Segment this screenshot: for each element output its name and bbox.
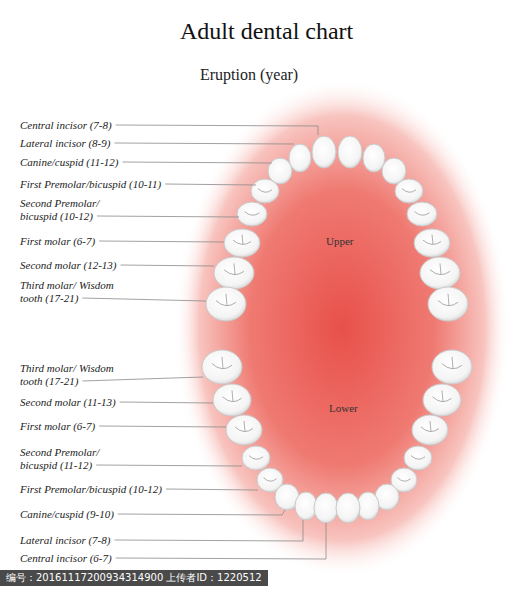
premolar-tooth xyxy=(407,202,437,226)
incisor-tooth xyxy=(338,136,362,168)
molar-tooth xyxy=(213,384,251,416)
leader-line xyxy=(121,265,214,266)
tooth-groove xyxy=(423,240,441,244)
tooth-groove xyxy=(264,478,277,482)
incisor-tooth xyxy=(336,493,360,523)
premolar-tooth xyxy=(251,179,279,203)
tooth-groove xyxy=(440,263,441,274)
molar-tooth xyxy=(432,350,472,384)
tooth-label: First Premolar/bicuspid (10-12) xyxy=(20,483,162,496)
tooth-groove xyxy=(245,212,260,216)
tooth-groove xyxy=(212,364,232,369)
leader-line xyxy=(99,241,224,242)
watermark-bar: 编号：20161117200934314900 上传者ID：1220512 xyxy=(0,570,268,586)
incisor-tooth xyxy=(363,144,385,172)
tooth-label: Second molar (11-13) xyxy=(20,396,116,409)
leader-line xyxy=(96,465,242,466)
leader-line xyxy=(114,143,294,144)
molar-tooth xyxy=(423,384,461,416)
tooth-groove xyxy=(415,212,430,216)
tooth-label: First molar (6-7) xyxy=(20,420,95,433)
region-label: Lower xyxy=(329,402,358,414)
tooth-groove xyxy=(438,301,458,306)
tooth-groove xyxy=(442,364,462,369)
tooth-groove xyxy=(233,240,251,244)
molar-tooth xyxy=(420,257,460,289)
leader-line xyxy=(165,184,256,185)
leader-line xyxy=(118,510,285,515)
tooth-groove xyxy=(223,397,242,402)
premolar-tooth xyxy=(395,179,423,203)
tooth-groove xyxy=(232,390,233,401)
tooth-label: Lateral incisor (8-9) xyxy=(20,137,110,150)
tooth-groove xyxy=(234,263,235,274)
premolar-tooth xyxy=(404,446,432,470)
leader-line xyxy=(122,162,272,163)
tooth-groove xyxy=(226,294,227,306)
incisor-tooth xyxy=(314,493,338,523)
molar-tooth xyxy=(428,287,468,321)
molar-tooth xyxy=(414,229,450,257)
tooth-groove xyxy=(235,427,253,432)
leader-line xyxy=(82,377,203,381)
tooth-groove xyxy=(430,421,431,432)
molar-tooth xyxy=(412,415,448,445)
tooth-label: First molar (6-7) xyxy=(20,235,95,248)
premolar-tooth xyxy=(237,202,267,226)
molar-tooth xyxy=(214,257,254,289)
tooth-groove xyxy=(442,390,443,401)
molar-tooth xyxy=(224,229,260,257)
tooth-groove xyxy=(398,478,411,482)
leader-line xyxy=(116,125,318,135)
tooth-groove xyxy=(258,189,272,193)
tooth-groove xyxy=(249,456,263,460)
molar-tooth xyxy=(202,350,242,384)
tooth-groove xyxy=(448,294,449,306)
premolar-tooth xyxy=(242,446,270,470)
leader-line xyxy=(114,520,303,541)
tooth-groove xyxy=(430,270,450,275)
tooth-groove xyxy=(216,301,236,306)
tooth-label: Second molar (12-13) xyxy=(20,259,117,272)
leader-line xyxy=(82,298,206,301)
tooth-label: Second Premolar/ bicuspid (10-12) xyxy=(20,197,132,223)
tooth-label: First Premolar/bicuspid (10-11) xyxy=(20,178,161,191)
tooth-label: Third molar/ Wisdom tooth (17-21) xyxy=(20,362,128,388)
gum-glow xyxy=(174,78,510,578)
subtitle: Eruption (year) xyxy=(200,66,298,84)
chart-title: Adult dental chart xyxy=(180,18,353,45)
tooth-groove xyxy=(224,270,244,275)
tooth-label: Central incisor (7-8) xyxy=(20,119,112,132)
molar-tooth xyxy=(206,287,246,321)
incisor-tooth xyxy=(289,144,311,172)
tooth-label: Lateral incisor (7-8) xyxy=(20,534,110,547)
leader-line xyxy=(97,216,239,217)
tooth-groove xyxy=(452,357,453,369)
tooth-label: Canine/cuspid (11-12) xyxy=(20,156,118,169)
incisor-tooth xyxy=(312,136,336,168)
molar-tooth xyxy=(226,415,262,445)
leader-line xyxy=(166,489,258,490)
tooth-groove xyxy=(222,357,223,369)
tooth-groove xyxy=(242,235,243,245)
tooth-groove xyxy=(411,456,425,460)
leader-line xyxy=(99,426,226,427)
leader-line xyxy=(120,402,213,403)
teeth xyxy=(202,136,472,523)
tooth-groove xyxy=(402,189,416,193)
tooth-groove xyxy=(433,397,452,402)
leader-line xyxy=(116,523,326,559)
tooth-groove xyxy=(244,421,245,432)
region-label: Upper xyxy=(326,235,354,247)
tooth-label: Second Premolar/ bicuspid (11-12) xyxy=(20,446,132,472)
tooth-groove xyxy=(421,427,439,432)
tooth-label: Central incisor (6-7) xyxy=(20,552,112,565)
tooth-groove xyxy=(432,235,433,245)
tooth-label: Third molar/ Wisdom tooth (17-21) xyxy=(20,279,128,305)
tooth-label: Canine/cuspid (9-10) xyxy=(20,508,114,521)
